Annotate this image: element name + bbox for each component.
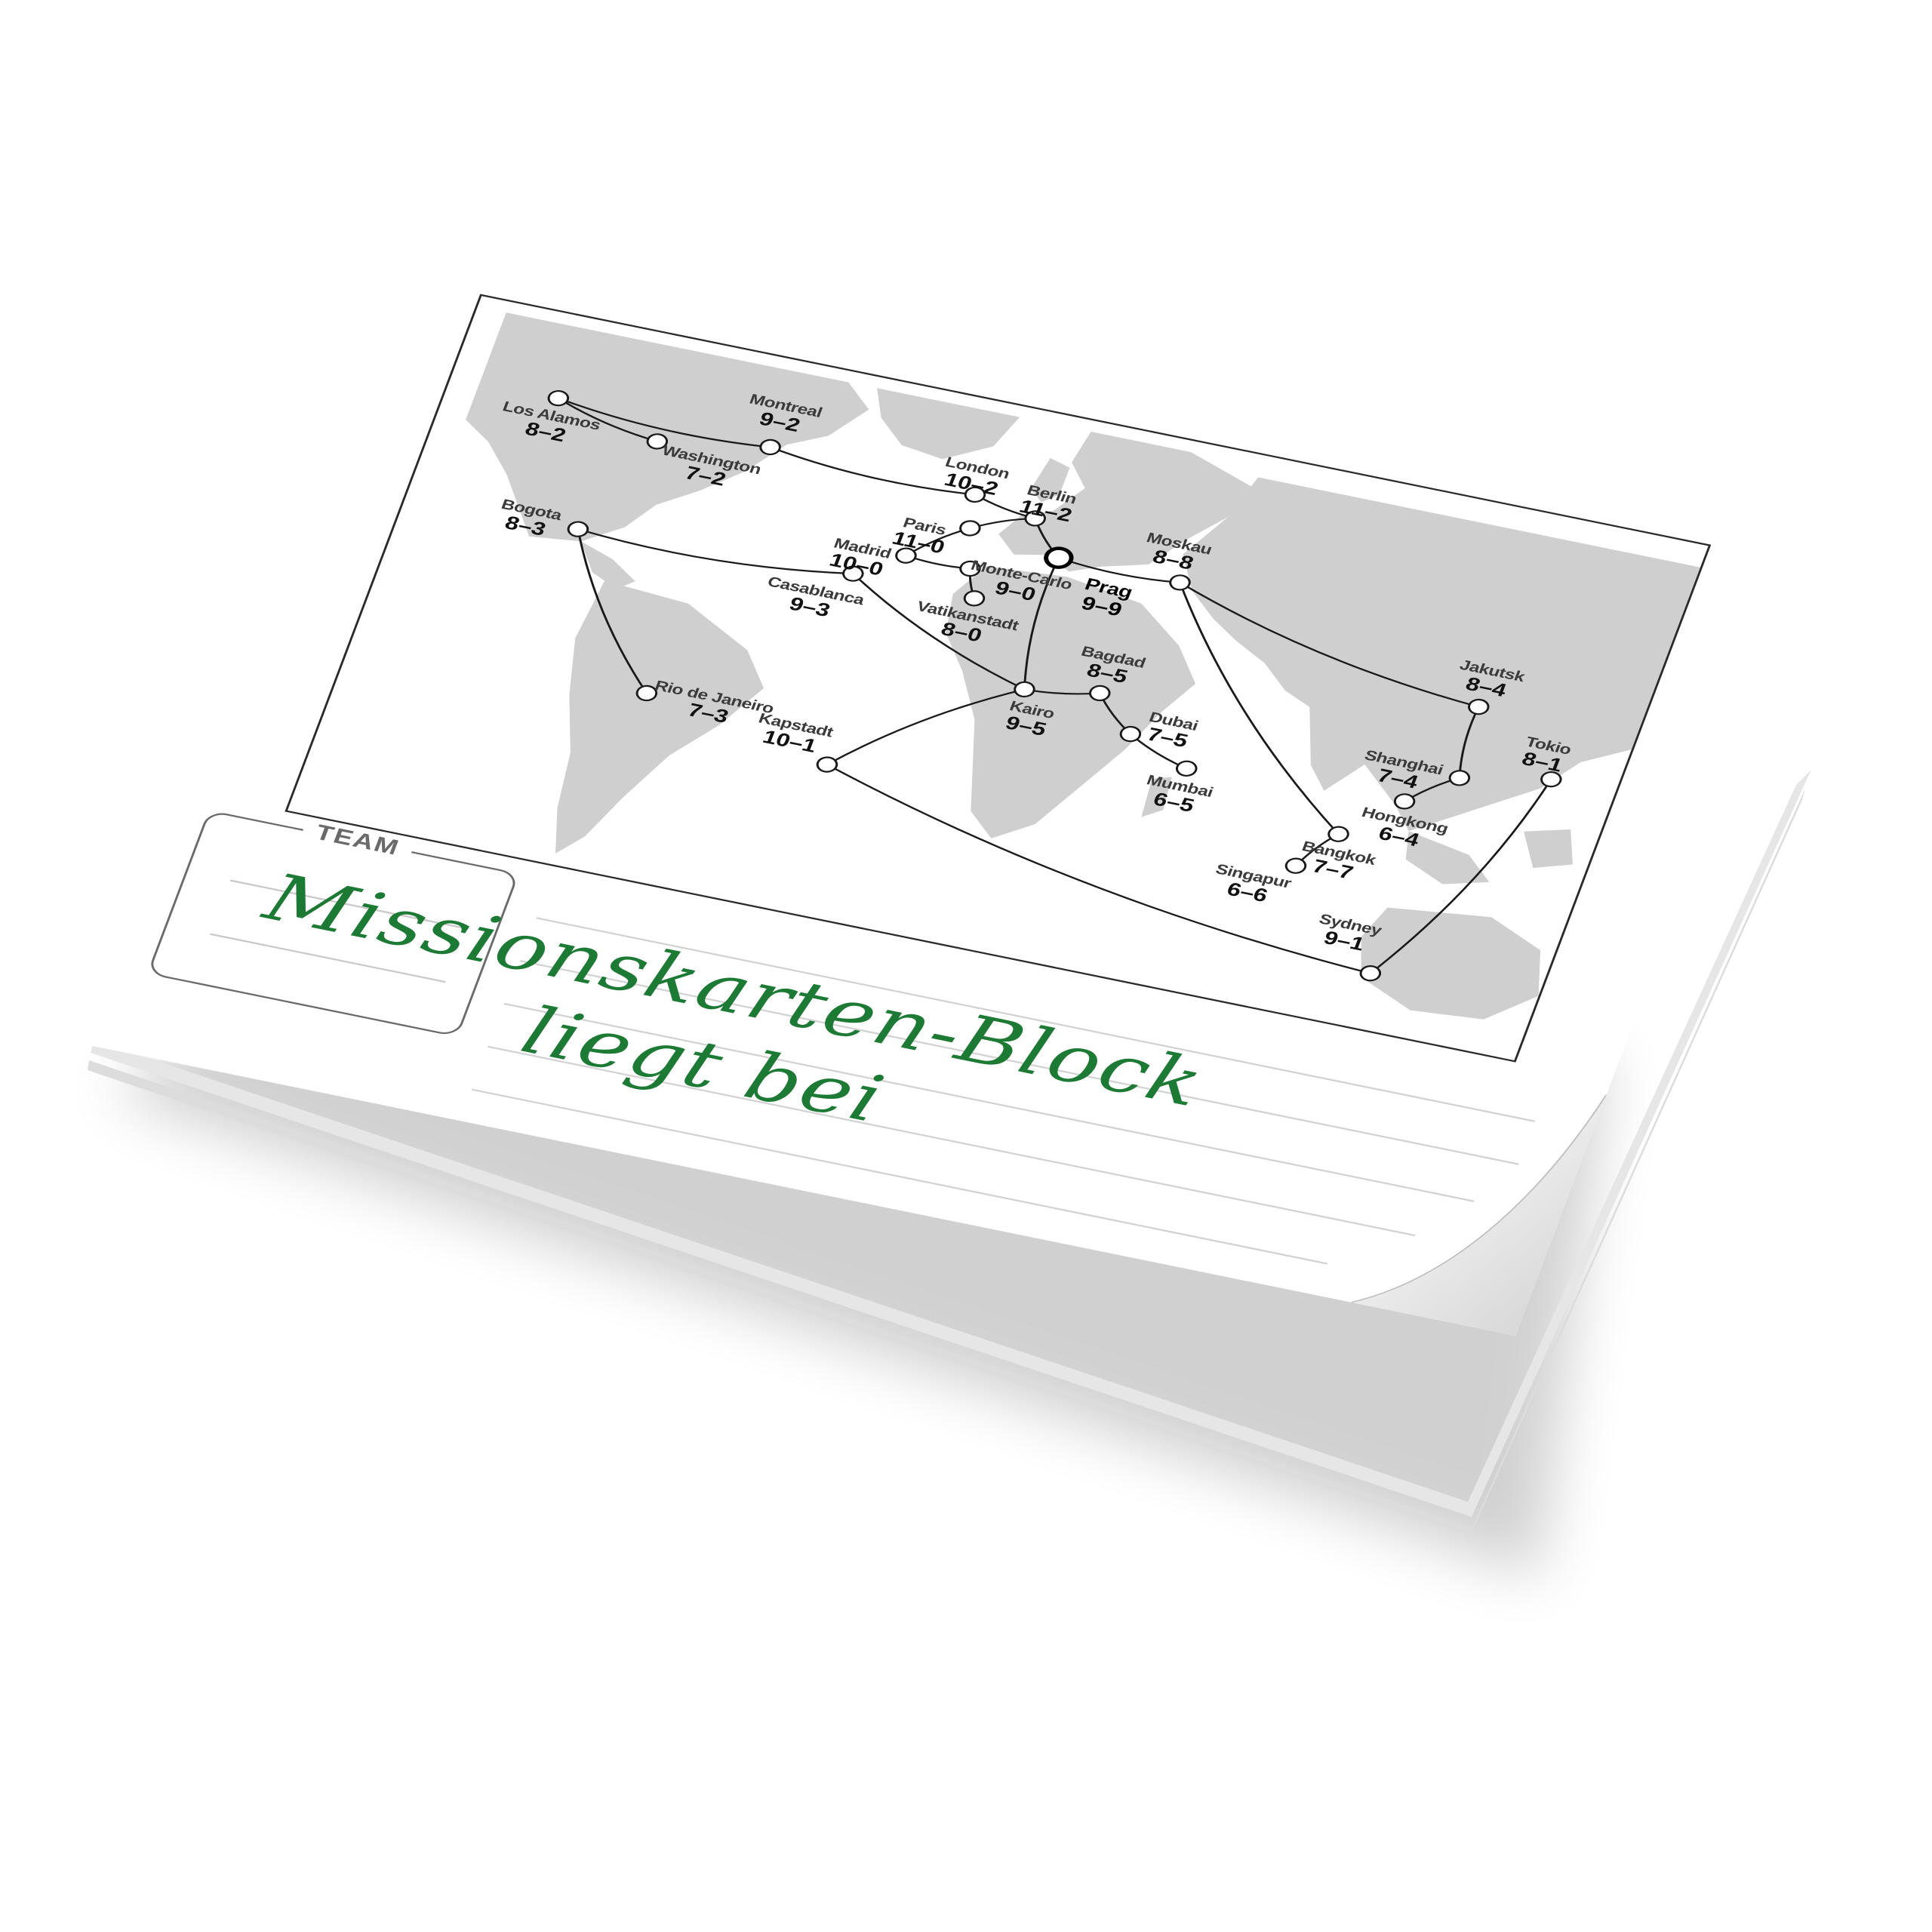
city-node-vatikanstadt[interactable]	[962, 589, 986, 607]
route-kairo-kapstadt	[826, 688, 1025, 765]
city-node-monte-carlo[interactable]	[958, 560, 983, 577]
route-bogota-casablanca	[577, 528, 854, 575]
city-node-kairo[interactable]	[1013, 681, 1037, 698]
city-node-los-alamos[interactable]	[546, 389, 571, 407]
city-node-berlin[interactable]	[1023, 509, 1048, 527]
city-node-prag[interactable]	[1043, 546, 1074, 570]
city-node-washington[interactable]	[645, 432, 669, 450]
city-node-singapur[interactable]	[1284, 857, 1308, 874]
route-los-alamos-montreal	[558, 397, 771, 448]
city-node-moskau[interactable]	[1168, 574, 1192, 591]
city-node-bagdad[interactable]	[1088, 685, 1112, 702]
route-prag-kairo	[1023, 557, 1060, 690]
route-moskau-bangkok	[1179, 582, 1340, 835]
route-casablanca-kairo	[852, 573, 1026, 691]
city-node-dubai[interactable]	[1118, 725, 1143, 743]
city-node-london[interactable]	[963, 486, 987, 503]
city-node-tokio[interactable]	[1540, 771, 1564, 788]
page-curl	[1351, 1094, 1607, 1336]
world-map-canvas	[466, 312, 1700, 1020]
route-moskau-jakutsk	[1179, 582, 1479, 708]
city-node-hongkong[interactable]	[1392, 792, 1417, 810]
city-node-casablanca[interactable]	[841, 565, 866, 582]
city-node-jakutsk[interactable]	[1467, 698, 1491, 715]
city-node-sydney[interactable]	[1358, 964, 1383, 982]
city-node-madrid[interactable]	[894, 546, 918, 564]
route-kapstadt-sydney	[826, 764, 1371, 974]
route-sydney-tokio	[1369, 779, 1552, 974]
city-node-bangkok[interactable]	[1327, 825, 1351, 842]
city-node-mumbai[interactable]	[1174, 760, 1198, 777]
city-node-paris[interactable]	[958, 519, 983, 537]
route-los-alamos-washington	[557, 397, 658, 442]
city-node-bogota[interactable]	[566, 520, 590, 537]
city-node-rio[interactable]	[635, 685, 659, 702]
continents	[466, 312, 1700, 1020]
city-node-montreal[interactable]	[758, 438, 783, 456]
city-node-kapstadt[interactable]	[815, 755, 839, 773]
city-node-shanghai[interactable]	[1447, 769, 1472, 786]
city-nodes	[546, 389, 1564, 982]
route-montreal-london	[769, 446, 976, 496]
route-bogota-rio	[577, 528, 648, 694]
